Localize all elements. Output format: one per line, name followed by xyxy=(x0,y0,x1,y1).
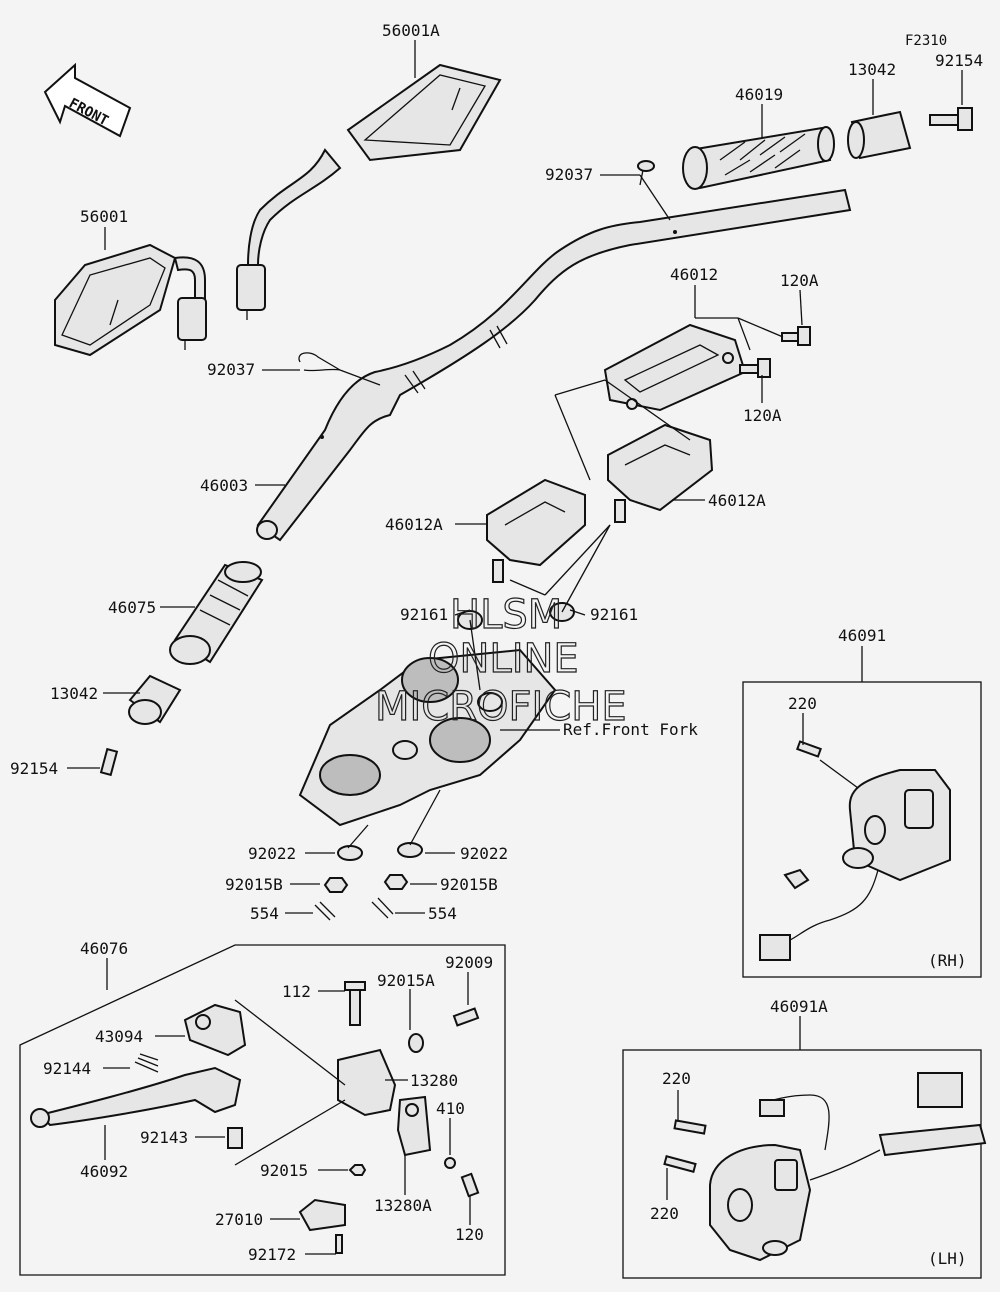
label-46091A: 46091A xyxy=(770,997,828,1016)
grip-left xyxy=(169,561,264,665)
pin-554-right xyxy=(371,897,394,919)
pin-554-left xyxy=(314,901,336,921)
label-46075: 46075 xyxy=(108,598,156,617)
label-120A-2: 120A xyxy=(743,406,782,425)
bolt-92154-right xyxy=(929,107,973,131)
washer-92022-right xyxy=(397,842,423,858)
label-92015B-left: 92015B xyxy=(225,875,283,894)
label-554-right: 554 xyxy=(428,904,457,923)
label-92154-bot: 92154 xyxy=(10,759,58,778)
label-554-left: 554 xyxy=(250,904,279,923)
part-labels: 56001A 56001 46019 13042 92154 92037 920… xyxy=(10,21,983,1268)
label-46092: 46092 xyxy=(80,1162,128,1181)
label-92022-right: 92022 xyxy=(460,844,508,863)
nut-92015B-right xyxy=(383,874,409,890)
label-92022-left: 92022 xyxy=(248,844,296,863)
label-27010: 27010 xyxy=(215,1210,263,1229)
label-43094: 43094 xyxy=(95,1027,143,1046)
label-ref-front-fork: Ref.Front Fork xyxy=(563,720,698,739)
page-code: F2310 xyxy=(905,33,947,49)
grip-right xyxy=(682,126,835,190)
mirror-right xyxy=(236,63,502,320)
label-46003: 46003 xyxy=(200,476,248,495)
label-92154-top: 92154 xyxy=(935,51,983,70)
switch-rh xyxy=(759,740,951,961)
label-46091: 46091 xyxy=(838,626,886,645)
pin-92037-left xyxy=(298,352,341,372)
label-92172: 92172 xyxy=(248,1245,296,1264)
label-56001: 56001 xyxy=(80,207,128,226)
label-92161-right: 92161 xyxy=(590,605,638,624)
nut-92015B-left xyxy=(323,877,349,893)
label-120A-1: 120A xyxy=(780,271,819,290)
label-46012: 46012 xyxy=(670,265,718,284)
label-92143: 92143 xyxy=(140,1128,188,1147)
switch-lh xyxy=(663,1072,987,1262)
bolt-120A-1 xyxy=(781,326,811,346)
holder-lower-right xyxy=(607,423,714,523)
label-112: 112 xyxy=(282,982,311,1001)
switch-box-lh xyxy=(622,1049,982,1279)
label-13042-top: 13042 xyxy=(848,60,896,79)
label-220-lh-1: 220 xyxy=(662,1069,691,1088)
mirror-left xyxy=(54,243,207,357)
bolt-92154-left xyxy=(99,747,119,777)
label-92037-top: 92037 xyxy=(545,165,593,184)
washer-92022-left xyxy=(337,845,363,861)
label-46012A-left: 46012A xyxy=(385,515,443,534)
watermark: HLSM ONLINE MICROFICHE xyxy=(374,591,627,730)
label-120: 120 xyxy=(455,1225,484,1244)
label-46076: 46076 xyxy=(80,939,128,958)
watermark-line3: MICROFICHE xyxy=(375,684,627,730)
label-92015A: 92015A xyxy=(377,971,435,990)
lever-assembly xyxy=(30,981,480,1254)
label-13280: 13280 xyxy=(410,1071,458,1090)
bar-end-weight-right xyxy=(847,110,912,160)
label-92037-left: 92037 xyxy=(207,360,255,379)
bolt-120A-2 xyxy=(739,358,771,378)
watermark-line1: HLSM xyxy=(450,592,562,638)
label-92009: 92009 xyxy=(445,953,493,972)
upper-triple-clamp xyxy=(298,648,557,827)
label-92161-left: 92161 xyxy=(400,605,448,624)
watermark-line2: ONLINE xyxy=(428,636,579,682)
pin-92037-top xyxy=(637,160,655,186)
label-220-rh: 220 xyxy=(788,694,817,713)
lever-box xyxy=(19,944,506,1276)
leader-lines xyxy=(67,40,963,1255)
label-92015B-right: 92015B xyxy=(440,875,498,894)
label-lh: (LH) xyxy=(928,1249,967,1268)
label-46019: 46019 xyxy=(735,85,783,104)
front-arrow-icon: FRONT xyxy=(43,62,132,138)
label-46012A-right: 46012A xyxy=(708,491,766,510)
label-220-lh-2: 220 xyxy=(650,1204,679,1223)
holder-upper xyxy=(603,323,747,412)
handlebar xyxy=(256,188,852,542)
holder-lower-left xyxy=(486,478,586,583)
bar-end-weight-left xyxy=(128,674,182,725)
label-13042-bot: 13042 xyxy=(50,684,98,703)
label-56001A: 56001A xyxy=(382,21,440,40)
label-rh: (RH) xyxy=(928,951,967,970)
label-92015: 92015 xyxy=(260,1161,308,1180)
label-92144: 92144 xyxy=(43,1059,91,1078)
label-13280A: 13280A xyxy=(374,1196,432,1215)
label-410: 410 xyxy=(436,1099,465,1118)
